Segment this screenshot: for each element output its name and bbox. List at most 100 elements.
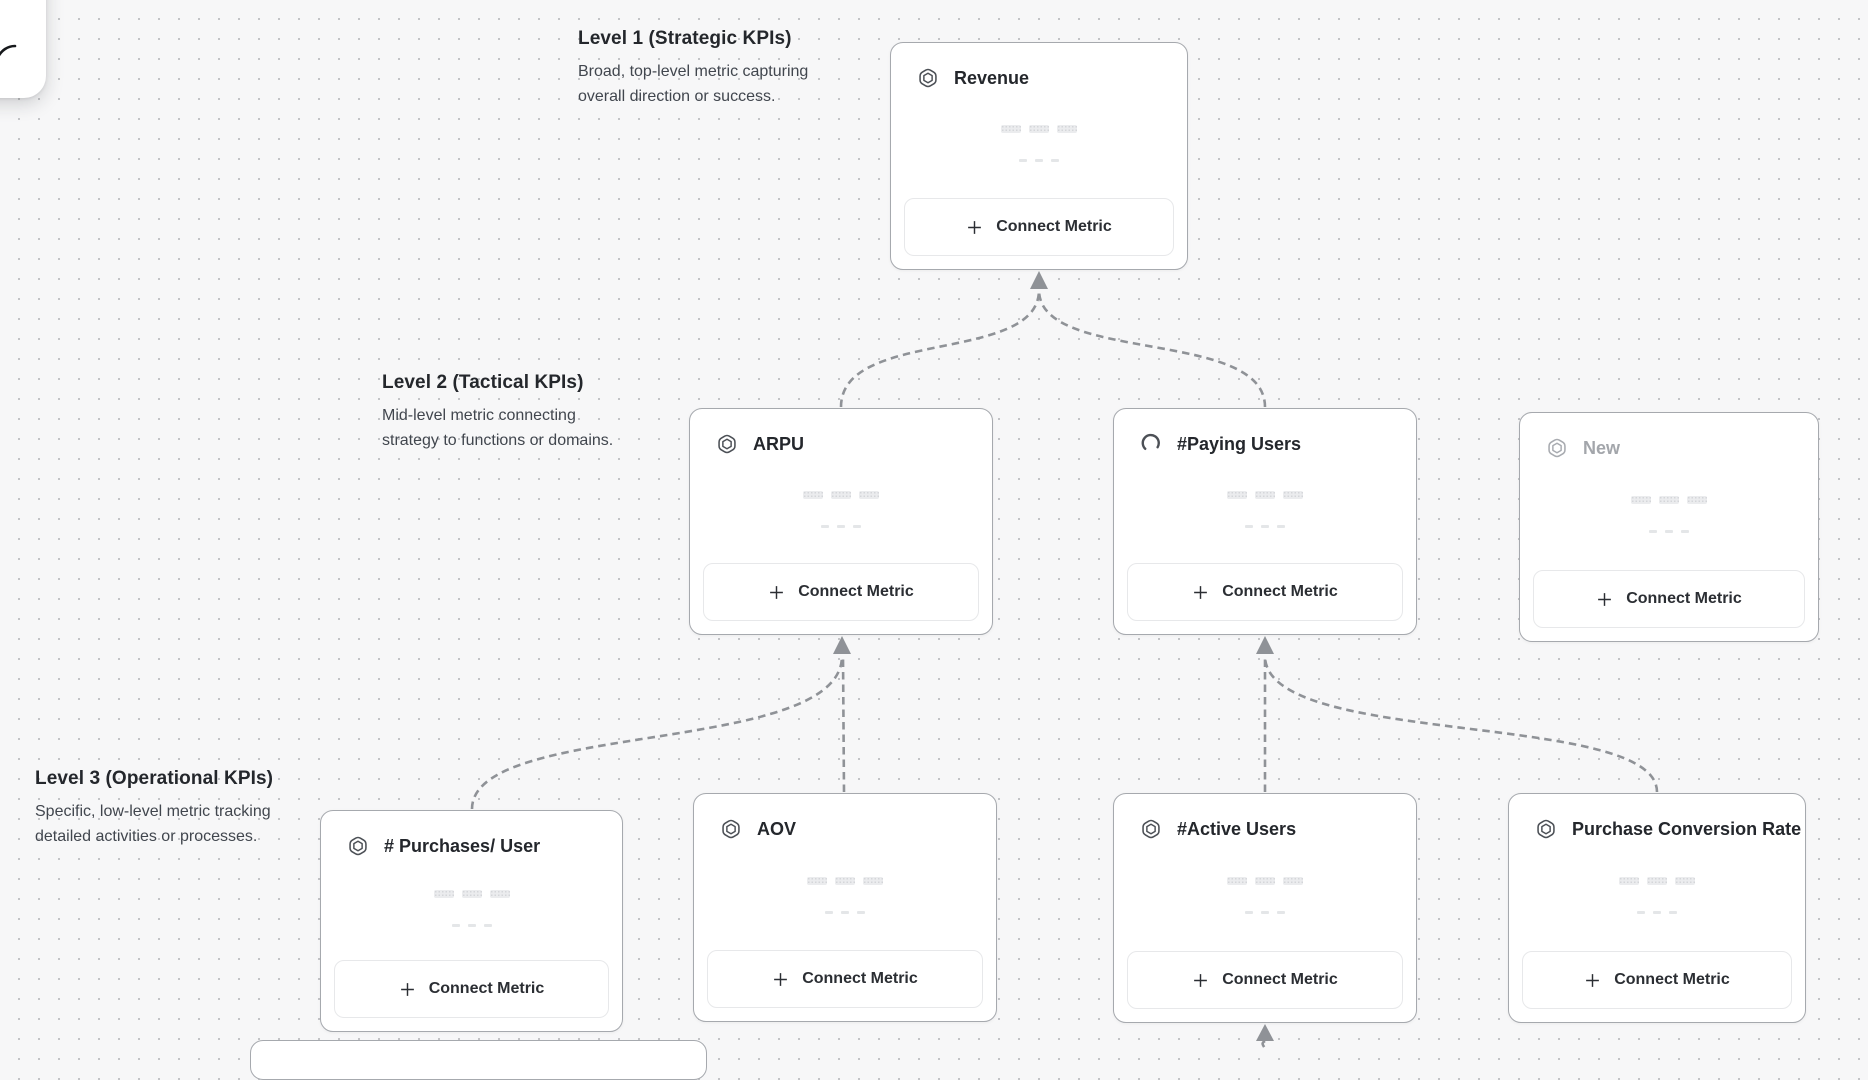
hexagon-metric-icon [718,434,736,454]
metric-card-active-users[interactable]: #Active Users Connect Metric [1113,793,1417,1023]
placeholder-bars [803,490,879,499]
connect-metric-button[interactable]: Connect Metric [707,950,983,1008]
metric-card-paying-users[interactable]: #Paying Users Connect Metric [1113,408,1417,635]
metric-placeholder [694,840,996,950]
placeholder-bars-small [1649,530,1689,533]
placeholder-bars-small [825,910,865,914]
level-1-annotation: Level 1 (Strategic KPIs) Broad, top-leve… [578,28,808,109]
metric-placeholder [321,857,622,960]
metric-card-title: New [1583,437,1621,458]
placeholder-bars [1631,496,1707,504]
hexagon-metric-icon [919,68,937,88]
metric-card-title: ARPU [753,433,805,454]
level-3-annotation: Level 3 (Operational KPIs) Specific, low… [35,768,273,849]
arrowhead-paying-users [1256,636,1274,654]
card-header: #Active Users [1114,794,1416,840]
spinner-loading-icon [1141,433,1160,450]
metric-placeholder [1114,455,1416,563]
card-header: ARPU [690,409,992,455]
edge-conversion-to-paying-users [1263,655,1659,793]
connect-metric-button[interactable]: Connect Metric [703,563,979,621]
hexagon-metric-icon [349,836,367,856]
placeholder-bars [433,890,510,898]
plus-icon [968,220,982,234]
plus-icon [1194,973,1208,987]
placeholder-bars-small [1019,159,1059,162]
plus-icon [1598,592,1612,606]
metric-card-title: AOV [757,818,797,839]
metric-placeholder [1509,840,1805,951]
edge-paying-users-to-revenue [1037,289,1267,408]
hexagon-metric-icon [1537,819,1555,839]
level-1-title: Level 1 (Strategic KPIs) [578,28,792,49]
arrowhead-active-users [1256,1024,1274,1041]
connect-metric-label: Connect Metric [1222,971,1338,988]
plus-icon [770,585,784,599]
placeholder-bars [1001,125,1077,133]
connect-metric-button[interactable]: Connect Metric [904,198,1174,256]
placeholder-bars [807,876,883,885]
edge-aov-to-arpu [841,655,846,793]
metric-card-title: #Paying Users [1177,433,1302,454]
connect-metric-label: Connect Metric [428,980,545,997]
edge-purchases-to-arpu [470,655,844,810]
canvas-tool-button[interactable] [0,0,46,98]
metric-card-title: #Active Users [1177,818,1297,839]
connect-metric-button[interactable]: Connect Metric [1533,570,1805,628]
cursor-icon [0,44,17,57]
hexagon-metric-icon [1548,438,1566,458]
metric-card-title: Revenue [954,67,1030,88]
placeholder-bars-small [821,524,861,528]
connect-metric-label: Connect Metric [996,218,1112,235]
partial-metric-card[interactable] [250,1040,707,1080]
placeholder-bars-small [1245,911,1285,914]
card-header: Revenue [891,43,1187,89]
card-header: New [1520,413,1818,459]
connect-metric-button[interactable]: Connect Metric [1127,951,1403,1009]
plus-icon [400,982,414,996]
metric-card-title: # Purchases/ User [384,835,541,856]
placeholder-bars [1619,877,1695,885]
metric-placeholder [1520,459,1818,570]
connect-metric-label: Connect Metric [798,583,914,600]
level-2-annotation: Level 2 (Tactical KPIs) Mid-level metric… [382,372,613,453]
metric-card-arpu[interactable]: ARPU Connect Metric [689,408,993,635]
level-1-description: Broad, top-level metric capturing overal… [578,63,809,105]
connect-metric-label: Connect Metric [802,970,918,987]
metric-card-new[interactable]: New Connect Metric [1519,412,1819,642]
card-header: # Purchases/ User [321,811,622,857]
metric-card-title: Purchase Conversion Rate [1572,818,1802,839]
placeholder-bars-small [1245,524,1285,528]
plus-icon [1194,585,1208,599]
metric-card-aov[interactable]: AOV Connect Metric [693,793,997,1022]
connect-metric-label: Connect Metric [1614,971,1730,988]
placeholder-bars [1227,490,1303,499]
connect-metric-button[interactable]: Connect Metric [1127,563,1403,621]
metric-card-revenue[interactable]: Revenue Connect Metric [890,42,1188,270]
level-2-description: Mid-level metric connecting strategy to … [382,407,614,449]
placeholder-bars [1227,877,1303,885]
level-3-description: Specific, low-level metric tracking deta… [35,803,271,845]
hexagon-metric-icon [1142,819,1160,839]
connect-metric-label: Connect Metric [1222,583,1338,600]
placeholder-bars-small [451,924,492,927]
edge-arpu-to-revenue [839,289,1041,408]
edge-offscreen-to-active-users [1261,1039,1266,1048]
connect-metric-button[interactable]: Connect Metric [334,960,609,1018]
hexagon-metric-icon [722,819,740,839]
metric-placeholder [690,455,992,563]
placeholder-bars-small [1637,911,1677,914]
metric-placeholder [891,89,1187,198]
connect-metric-label: Connect Metric [1626,590,1742,607]
metric-card-purchase-conversion-rate[interactable]: Purchase Conversion Rate Connect Metric [1508,793,1806,1023]
card-header: AOV [694,794,996,840]
level-3-title: Level 3 (Operational KPIs) [35,768,274,789]
metric-card-purchases-per-user[interactable]: # Purchases/ User Connect Metric [320,810,623,1032]
plus-icon [774,972,788,986]
plus-icon [1586,973,1600,987]
arrowhead-arpu [833,636,851,654]
connect-metric-button[interactable]: Connect Metric [1522,951,1792,1009]
level-2-title: Level 2 (Tactical KPIs) [382,372,584,393]
arrowhead-revenue [1030,271,1048,289]
